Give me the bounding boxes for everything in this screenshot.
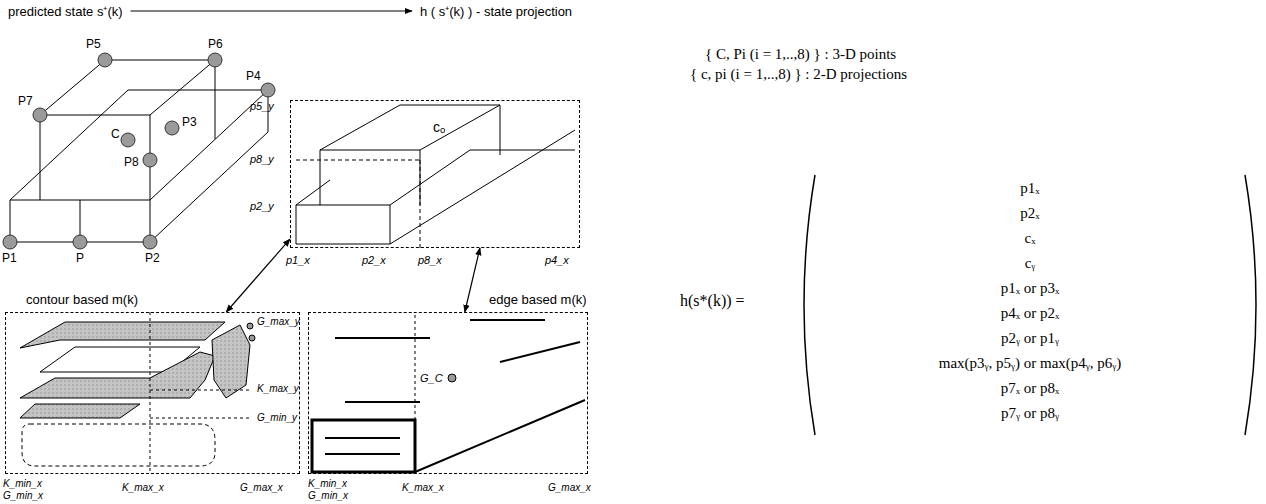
point-name: P2 xyxy=(145,252,160,265)
vector-row: p7ᵧ or p8ᵧ xyxy=(830,405,1230,422)
vector-row: cᵧ xyxy=(830,255,1230,272)
point-name: P6 xyxy=(208,38,223,51)
point-name: P3 xyxy=(182,116,197,129)
point-name: P1 xyxy=(2,252,17,265)
panel-label: edge based m(k) xyxy=(489,292,587,307)
vector-brackets xyxy=(804,175,1256,435)
bound-label: G_min_x xyxy=(308,490,348,501)
vector-row: p1ₓ xyxy=(830,180,1230,197)
bound-label: G_min_x xyxy=(3,490,43,501)
state-label: predicted state s⁺(k) xyxy=(8,2,123,20)
legend-note: { C, Pi (i = 1,..,8) } : 3-D points xyxy=(705,46,896,63)
state-label: h ( s⁺(k) ) - state projection xyxy=(420,2,572,20)
vector-row: max(p3ᵧ, p5ᵧ) or max(p4ᵧ, p6ᵧ) xyxy=(830,355,1230,372)
contour-panel: contour based m(k) xyxy=(5,312,300,474)
axis-label: p5_y xyxy=(250,100,274,112)
connector-arrow xyxy=(465,248,480,312)
vector-row: p2ᵧ or p1ᵧ xyxy=(830,330,1230,347)
center-label: G_C xyxy=(420,372,443,384)
axis-label: p1_x xyxy=(286,254,310,266)
axis-label: p2_y xyxy=(250,200,274,212)
point-name: P xyxy=(76,252,84,265)
legend-note: { c, pi (i = 1,..,8) } : 2-D projections xyxy=(690,66,907,83)
bound-label: G_max_x xyxy=(240,482,283,493)
box-wireframe xyxy=(10,60,268,242)
bound-label: K_max_x xyxy=(122,482,164,493)
point-name: P7 xyxy=(18,95,33,108)
state-text: predicted state s⁺(k) xyxy=(8,2,123,20)
axis-label: p8_y xyxy=(250,153,274,165)
bound-label: K_min_x xyxy=(308,478,347,489)
edge-panel: edge based m(k) xyxy=(308,312,588,474)
panel-label: contour based m(k) xyxy=(26,292,138,307)
state-text: h ( s⁺(k) ) - state projection xyxy=(420,2,572,20)
bound-label: K_min_x xyxy=(3,478,42,489)
point-name: C xyxy=(111,128,120,141)
bound-label: K_max_y xyxy=(257,383,299,394)
vector-row: cₓ xyxy=(830,230,1230,247)
vector-row: p1ₓ or p3ₓ xyxy=(830,280,1230,297)
vector-row: p7ₓ or p8ₓ xyxy=(830,380,1230,397)
vector-row: p2ₓ xyxy=(830,205,1230,222)
axis-label: p8_x xyxy=(418,254,442,266)
vector-row: p4ₓ or p2ₓ xyxy=(830,305,1230,322)
axis-label: p4_x xyxy=(545,254,569,266)
panel-label: cₒ xyxy=(433,119,445,135)
contour-shapes xyxy=(20,312,255,474)
bound-label: K_max_x xyxy=(402,482,444,493)
axis-label: p2_x xyxy=(362,254,386,266)
edge-lines xyxy=(312,312,585,472)
vector-name: h(s*(k)) = xyxy=(680,292,745,310)
point-name: P8 xyxy=(124,156,139,169)
point-name: P4 xyxy=(246,70,261,83)
projection-panel: cₒ xyxy=(290,100,580,248)
point-name: P5 xyxy=(86,38,101,51)
bound-label: G_max_y xyxy=(257,316,300,327)
bound-label: G_max_x xyxy=(548,482,591,493)
connector-arrow xyxy=(226,239,290,312)
connector-arrow xyxy=(131,10,412,11)
bound-label: G_min_y xyxy=(257,412,297,423)
point-markers xyxy=(3,53,275,249)
projection-drawing xyxy=(296,105,575,248)
